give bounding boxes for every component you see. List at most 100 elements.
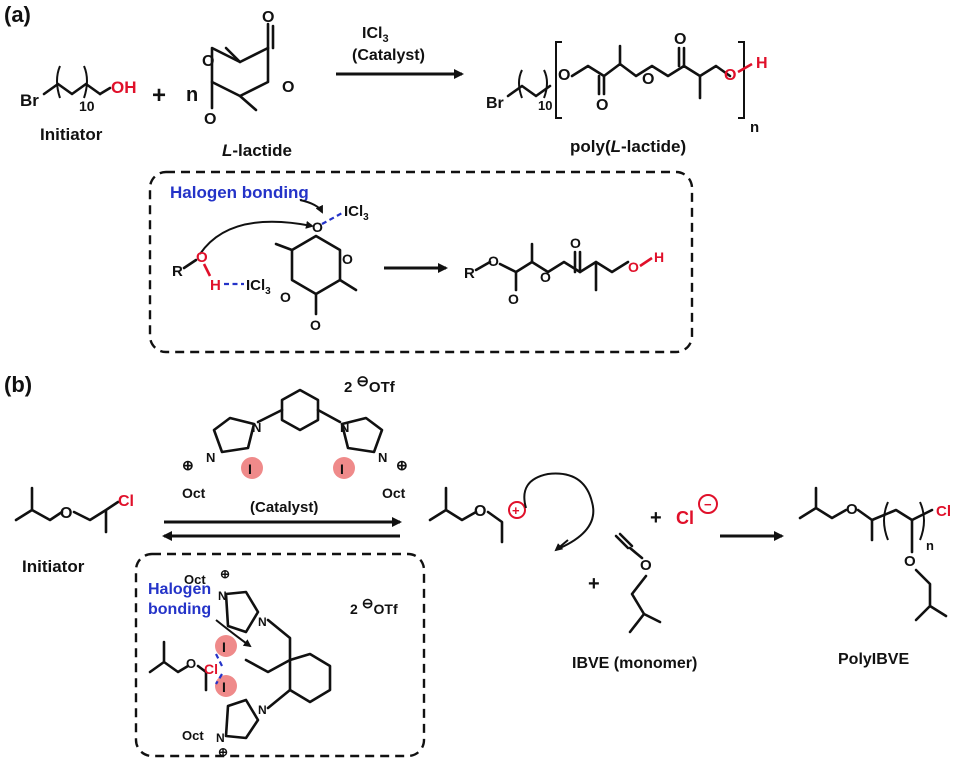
halogen-bonding-pointer-a: [299, 199, 323, 214]
lactide-ring: [210, 46, 270, 98]
polyibve-molecule: O Cl n O PolyIBVE: [798, 486, 951, 668]
initiator-caption: Initiator: [40, 125, 103, 144]
product-h: H: [756, 55, 768, 72]
mech-prod-backbone: [498, 260, 630, 274]
product-repeat-n: n: [750, 119, 759, 136]
catalyst-plus-2: ⊕: [396, 457, 408, 473]
product-chain-bracket-left: [518, 69, 523, 99]
catalyst-oct-2: Oct: [382, 485, 406, 501]
inset-halogen-bond-2: [215, 673, 223, 685]
lactide-caption: L-lactide: [222, 141, 292, 160]
arrow-a-bottom-label: (Catalyst): [352, 47, 425, 64]
mech-lactide-ring: [290, 234, 342, 296]
reaction-arrow-a: ICl3 (Catalyst): [336, 25, 464, 79]
inset-imidazolium-bottom: [224, 698, 260, 740]
mech-h-label: H: [210, 277, 221, 294]
monomer-o: O: [640, 557, 652, 574]
mech-ring-methyls: [274, 242, 358, 292]
mech-prod-h: H: [654, 249, 664, 265]
halogen-bonding-pointer-b: [215, 619, 252, 648]
lactide-methyl-1: [224, 46, 242, 64]
monomer-vinyl-o: [628, 546, 644, 560]
lactide-methyl-2: [238, 94, 258, 112]
cation-charge-circle: [508, 501, 526, 519]
polylactide-molecule: Br 10 O O O O O H n poly(L-lactide): [486, 31, 768, 156]
product-bracket-right: [738, 41, 745, 119]
halogen-bonding-title-a: Halogen bonding: [170, 183, 309, 202]
arrow-a-top-label: ICl3: [362, 25, 389, 45]
cl-anion: Cl: [676, 508, 694, 528]
inset-n-1: N: [218, 589, 227, 603]
product-chain-bonds: [506, 84, 552, 98]
lactide-o-4: O: [204, 111, 216, 128]
mech-prod-o-2: O: [508, 291, 519, 307]
inset-iodine-highlight-2: [215, 675, 237, 697]
propagation-arrow-head: [554, 539, 569, 552]
polyibve-bracket-right: [919, 501, 925, 541]
inset-o: O: [186, 656, 196, 671]
product-oh-bond: [737, 62, 753, 74]
polyibve-end-chain: [856, 508, 874, 542]
catalyst-n-1: N: [252, 420, 261, 435]
catalyst-aryl-n-bonds: [256, 408, 342, 424]
polyibve-o-2: O: [904, 553, 916, 570]
icl3-bottom-label: ICl3: [246, 277, 271, 297]
inset-halogen-bond-1: [215, 653, 223, 667]
product-caption: poly(L-lactide): [570, 137, 686, 156]
cation-isobutyl: [428, 486, 478, 522]
lactide-molecule: O O O O L-lactide: [202, 9, 294, 160]
initiator-bracket-right: [83, 65, 88, 99]
product-o-3: O: [642, 71, 654, 88]
mechanism-box-b: Halogen bonding Oct Oct ⊕ ⊕ N N N N I I …: [134, 552, 426, 759]
monomer-molecule: + O IBVE (monomer): [572, 532, 697, 672]
catalyst-n-2: N: [340, 420, 349, 435]
halogen-bond-dash-top: [321, 211, 345, 225]
initiator-b-chain: [72, 500, 120, 534]
catalyst-plus-1: ⊕: [182, 457, 194, 473]
inset-oct-1: Oct: [184, 572, 206, 587]
polyibve-cl: Cl: [936, 503, 951, 520]
icl3-top-label: ICl3: [344, 203, 369, 223]
nucleophilic-attack-arrow: [199, 220, 314, 255]
halogen-bonding-title-b-line2: bonding: [148, 601, 211, 618]
inset-n-plus-2: ⊕: [218, 745, 228, 759]
mech-r-label: R: [172, 263, 183, 280]
catalyst-oct-1: Oct: [182, 485, 206, 501]
catalyst-i-1: I: [248, 461, 252, 477]
inset-initiator-isobutyl: [148, 640, 190, 674]
mechanism-box-a-frame: [148, 170, 694, 354]
mechanism-box-a: Halogen bonding ICl3 R O H ICl3 O O O O …: [148, 170, 694, 354]
mech-prod-o-1: O: [488, 253, 499, 269]
product-o-4: O: [674, 31, 686, 48]
mech-ring-o-2: O: [342, 251, 353, 267]
mech-ro-bond: [182, 258, 198, 270]
product-chain-bracket-right: [543, 69, 548, 99]
inset-n-4: N: [216, 731, 225, 745]
inset-n-2: N: [258, 615, 267, 629]
inset-n-plus-1: ⊕: [220, 567, 230, 581]
monomer-vinyl: [614, 532, 634, 550]
mech-ring-o-3: O: [280, 289, 291, 305]
product-o-5: O: [724, 67, 736, 84]
monomer-caption: IBVE (monomer): [572, 655, 697, 672]
polyibve-repeat-n: n: [926, 538, 934, 553]
propagation-curved-arrow: [523, 472, 595, 549]
lactide-o-1: O: [262, 9, 274, 26]
inset-oct-2: Oct: [182, 728, 204, 743]
mech-prod-r: R: [464, 265, 475, 282]
polyibve-caption: PolyIBVE: [838, 651, 909, 668]
catalyst-benzene: [280, 388, 320, 432]
inset-initiator-chain: [196, 664, 208, 692]
product-o-2: O: [596, 97, 608, 114]
inset-cl: Cl: [204, 661, 218, 677]
initiator-br-label: Br: [20, 91, 39, 110]
halogen-bonding-title-b-line1: Halogen: [148, 581, 211, 598]
product-br-label: Br: [486, 95, 504, 112]
initiator-oh-bond: [98, 86, 112, 96]
inset-benzene-link-bottom: [266, 688, 292, 710]
catalyst-n-3: N: [206, 450, 215, 465]
catalyst-molecule: N N N N I I ⊕ ⊕ Oct Oct 2⊖OTf (Catalyst): [182, 373, 408, 516]
inset-counterion: 2⊖OTf: [350, 595, 398, 617]
mech-oh-bond: [202, 263, 212, 277]
